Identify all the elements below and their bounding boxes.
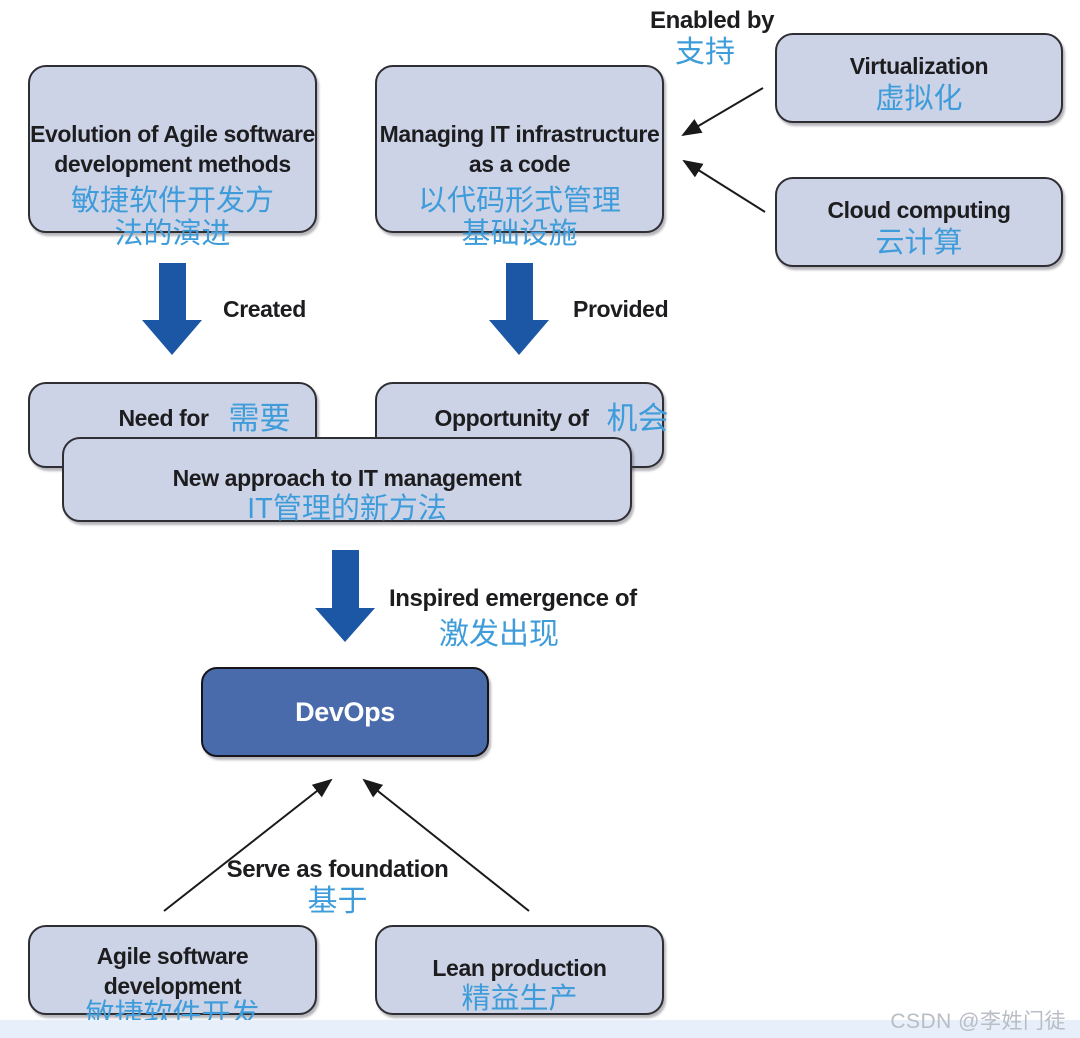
node-en-text: Virtualization: [849, 53, 989, 79]
created-arrow: [142, 263, 202, 355]
arrow-head: [142, 320, 202, 355]
label-en-text: Inspired emergence of: [389, 585, 637, 612]
node-en-text: as a code: [468, 151, 571, 177]
node-zh-text: IT管理的新方法: [247, 493, 447, 525]
arrow-shaft: [158, 263, 186, 320]
node-zh-text: 精益生产: [461, 983, 578, 1015]
label-created: Created: [223, 296, 306, 322]
csdn-watermark: CSDN @李姓门徒: [890, 1010, 1066, 1033]
arrow-head: [315, 608, 375, 642]
node-zh-text: 虚拟化: [875, 83, 963, 115]
node-en-text: Lean production: [432, 955, 607, 981]
inspired-arrow: [315, 550, 375, 642]
node-zh-text: 基础设施: [461, 218, 578, 250]
node-zh-text: 机会: [606, 400, 669, 436]
bottom-strip: [0, 1020, 1080, 1038]
label-zh-text: 基于: [307, 885, 368, 918]
arrow-head: [489, 320, 549, 355]
node-en-text: DevOps: [295, 697, 395, 727]
arrow-virtualization-to-iac: [681, 87, 764, 137]
label-zh-text: 支持: [675, 36, 735, 69]
node-managing-it-as-code: Managing IT infrastructure as a code 以代码…: [375, 65, 664, 250]
label-en-text: Serve as foundation: [226, 856, 449, 883]
node-en-text: Evolution of Agile software: [30, 121, 315, 147]
node-cloud-computing: Cloud computing 云计算: [775, 177, 1063, 267]
node-virtualization: Virtualization 虚拟化: [775, 33, 1063, 123]
label-zh-text: 激发出现: [439, 618, 559, 651]
node-new-approach-it-management: New approach to IT management IT管理的新方法: [62, 437, 632, 525]
node-zh-text: 敏捷软件开发方: [70, 185, 274, 217]
node-devops: DevOps: [201, 667, 489, 757]
label-serve-as-foundation: Serve as foundation 基于: [215, 855, 460, 918]
node-en-text: Need for: [118, 405, 209, 431]
label-en-text: Enabled by: [650, 7, 775, 34]
node-en-text: Managing IT infrastructure: [379, 121, 660, 147]
arrow-shaft: [331, 550, 359, 608]
node-lean-production: Lean production 精益生产: [375, 925, 664, 1015]
node-agile-software-development: Agile software development 敏捷软件开发: [28, 925, 317, 1031]
node-zh-text: 以代码形式管理: [417, 185, 621, 217]
node-en-text: Cloud computing: [827, 197, 1011, 223]
node-evolution-agile-methods: Evolution of Agile software development …: [28, 65, 317, 250]
label-inspired-emergence: Inspired emergence of 激发出现: [389, 584, 637, 651]
label-provided: Provided: [573, 296, 669, 322]
node-zh-text: 云计算: [875, 227, 963, 259]
provided-arrow: [489, 263, 549, 355]
label-enabled-by: Enabled by 支持: [650, 6, 775, 69]
node-zh-text: 需要: [228, 400, 291, 436]
node-en-text: New approach to IT management: [172, 465, 522, 491]
node-zh-text: 法的演进: [114, 218, 231, 250]
node-en-text: development: [103, 973, 242, 999]
node-en-text: Opportunity of: [434, 405, 589, 431]
arrow-cloud-to-iac: [682, 159, 766, 213]
node-en-text: Agile software: [96, 943, 249, 969]
arrow-shaft: [505, 263, 533, 320]
node-en-text: development methods: [54, 151, 291, 177]
